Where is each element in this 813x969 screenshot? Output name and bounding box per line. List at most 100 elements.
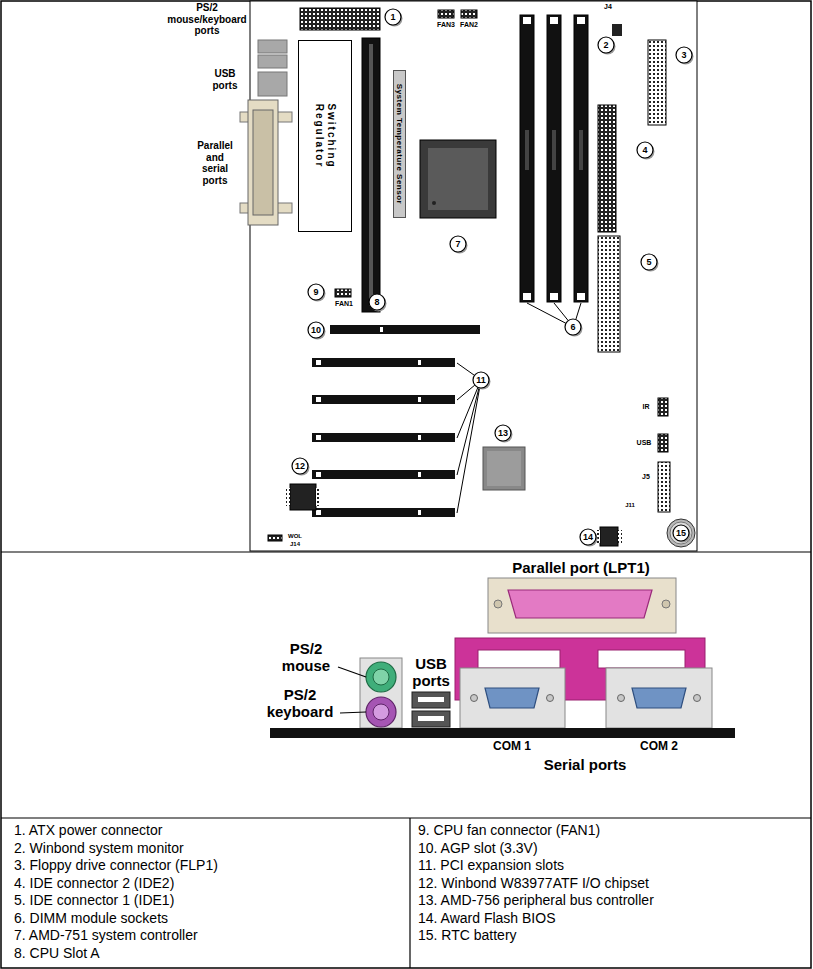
callout-circle <box>308 284 324 300</box>
pin-header <box>268 535 282 541</box>
leader-line <box>338 667 366 677</box>
ps2-port-symbol <box>258 40 287 53</box>
chip-legs <box>316 488 320 506</box>
callout-number: 9 <box>313 288 318 297</box>
screw <box>471 695 478 702</box>
dimm-latch <box>550 293 558 300</box>
dimm-latch <box>523 293 531 300</box>
header-label: J4 <box>598 3 618 11</box>
chip-symbol <box>420 140 496 218</box>
table-cell: 9. CPU fan connector (FAN1) <box>418 822 803 840</box>
chip-legs <box>618 530 622 543</box>
leader-line <box>457 388 480 513</box>
dimm-latch <box>523 17 531 24</box>
section-divider <box>1 551 811 552</box>
callout-number: 8 <box>374 298 379 307</box>
component-label: Switching Regulator <box>314 96 337 176</box>
table-cell: 3. Floppy drive connector (FLP1) <box>14 857 404 875</box>
callout-circle <box>308 322 324 338</box>
screw <box>662 600 670 608</box>
leader-line <box>457 388 479 475</box>
header-label: IR <box>636 403 656 411</box>
agp-slot <box>330 325 480 334</box>
shroud-window <box>478 650 560 668</box>
slot-key <box>418 397 421 402</box>
slot-key <box>316 397 321 402</box>
slot-key <box>418 360 421 365</box>
header-label: J14 <box>284 541 306 548</box>
ps2-socket <box>373 704 389 720</box>
callout-circle <box>580 529 596 545</box>
ide-connector <box>598 105 616 232</box>
chip-die <box>428 148 488 210</box>
slot-key <box>316 435 321 440</box>
ide-connector <box>598 236 620 352</box>
ps2-plate <box>360 658 402 728</box>
callout-number: 3 <box>681 51 686 60</box>
port-label: PS/2 keyboard <box>262 686 338 721</box>
cpu-slot <box>362 38 380 312</box>
table-cell: 2. Winbond system monitor <box>14 840 404 858</box>
usb-slot <box>418 716 444 721</box>
fan-header <box>461 10 477 18</box>
slot-key <box>418 510 421 515</box>
callout-number: 4 <box>642 146 647 155</box>
callout-number: 13 <box>498 429 508 438</box>
callout-circle <box>598 37 614 53</box>
port-label: Parallel and serial ports <box>194 140 236 186</box>
dimm-groove <box>579 130 583 170</box>
floppy-connector <box>648 40 666 125</box>
callout-number: 11 <box>476 376 486 385</box>
callout-circle <box>676 47 692 63</box>
parallel-connector <box>508 590 652 618</box>
ps2-keyboard-connector <box>366 697 396 727</box>
table-cell: 4. IDE connector 2 (IDE2) <box>14 875 404 893</box>
port-label: USB ports <box>401 655 461 690</box>
serial-connector <box>632 688 686 708</box>
leader-line <box>340 712 366 713</box>
chip-symbol <box>483 447 525 490</box>
dimm-socket <box>520 15 534 302</box>
chip-dot <box>432 201 436 205</box>
dimm-latch <box>550 17 558 24</box>
ps2-socket <box>373 669 389 685</box>
table-cell: 15. RTC battery <box>418 927 803 945</box>
table-cell: 14. Award Flash BIOS <box>418 910 803 928</box>
callout-circle <box>673 525 689 541</box>
cpu-slot-groove <box>369 44 373 306</box>
callout-number: 5 <box>646 258 651 267</box>
dimm-groove <box>552 130 556 170</box>
regulator-box: Switching Regulator <box>298 40 352 232</box>
port-label: COM 1 <box>482 740 542 754</box>
pin-header <box>658 434 668 452</box>
callout-circles <box>292 9 694 547</box>
callout-circle <box>641 254 657 270</box>
serial-plate <box>460 668 565 728</box>
callout-circle <box>385 9 401 25</box>
dsub-connector <box>253 110 273 215</box>
ps2-port-symbol <box>258 55 287 68</box>
table-cell: 5. IDE connector 1 (IDE1) <box>14 892 404 910</box>
callout-number: 10 <box>311 326 321 335</box>
callout-number: 15 <box>676 529 686 538</box>
io-shield-bar <box>270 728 735 738</box>
board-outline <box>250 1 697 551</box>
pci-slot <box>312 470 455 479</box>
slot-key <box>380 327 383 332</box>
serial-plate <box>606 668 712 728</box>
pci-slot <box>312 358 455 367</box>
callout-circle <box>495 425 511 441</box>
pci-slot <box>312 508 455 517</box>
callout-circle <box>637 142 653 158</box>
leader-line <box>527 303 566 323</box>
callout-circle <box>369 294 385 310</box>
header-label: J11 <box>620 502 640 509</box>
table-cell: 8. CPU Slot A <box>14 945 404 963</box>
slot-key <box>316 360 321 365</box>
screw <box>694 695 701 702</box>
dimm-socket <box>574 15 588 302</box>
bios-chip <box>600 527 618 546</box>
ps2-mouse-connector <box>366 662 396 692</box>
